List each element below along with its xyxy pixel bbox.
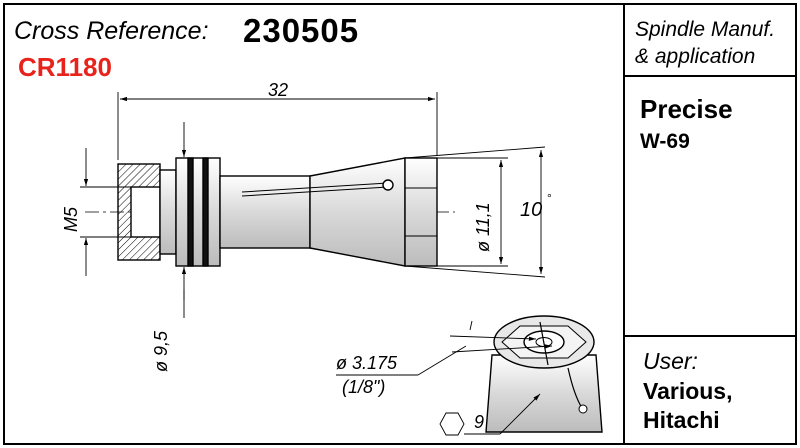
spindle-value-line2: W-69 xyxy=(640,130,690,153)
hex-symbol-icon xyxy=(439,412,465,436)
dim-nose-diameter: ø 11,1 xyxy=(473,202,493,252)
dim-taper-angle-unit: ° xyxy=(547,191,552,205)
dim-bore-diameter-inch: (1/8") xyxy=(342,377,386,397)
alternate-part-number: CR1180 xyxy=(18,52,112,82)
user-title: User: xyxy=(643,348,698,374)
dim-hex-lines xyxy=(439,393,541,436)
cross-reference-label: Cross Reference: xyxy=(14,17,209,45)
dim-nose-lines xyxy=(437,157,508,267)
dim-hex-size: 9 xyxy=(474,412,485,432)
user-value-line2: Hitachi xyxy=(643,407,720,433)
dim-bore-diameter: ø 3.175 xyxy=(336,353,398,373)
dim-angle-lines xyxy=(404,146,546,278)
dim-length-lines xyxy=(117,92,438,160)
dim-thread-size: M5 xyxy=(61,206,81,232)
cross-reference-number: 230505 xyxy=(243,12,360,49)
dim-bore-lines xyxy=(336,320,553,376)
dim-overall-length: 32 xyxy=(268,80,289,100)
spindle-title-line2: & application xyxy=(635,45,756,68)
spindle-title-line1: Spindle Manuf. xyxy=(635,18,776,41)
collet-iso-view xyxy=(485,315,603,433)
user-value-line1: Various, xyxy=(643,378,733,404)
collet-side-view xyxy=(117,157,438,267)
dim-collar-diameter: ø 9,5 xyxy=(151,330,171,372)
dim-thread-lines xyxy=(80,148,131,276)
spindle-value-line1: Precise xyxy=(640,94,733,124)
dim-taper-angle: 10 xyxy=(520,199,543,221)
drawing-frame xyxy=(3,3,797,445)
